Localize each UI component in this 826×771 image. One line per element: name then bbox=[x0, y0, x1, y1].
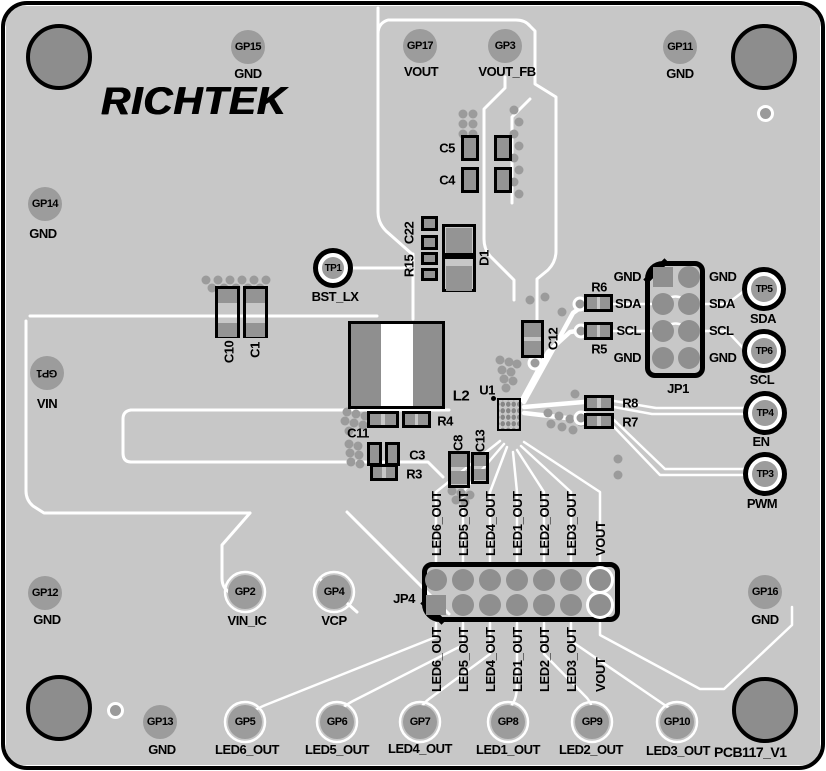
tented-via bbox=[572, 296, 588, 312]
via bbox=[345, 448, 355, 458]
via bbox=[501, 383, 511, 393]
tented-via bbox=[573, 323, 589, 339]
via bbox=[468, 119, 478, 129]
via bbox=[509, 153, 519, 163]
via bbox=[344, 439, 354, 449]
via bbox=[346, 457, 356, 467]
via bbox=[351, 409, 361, 419]
via bbox=[353, 441, 363, 451]
via bbox=[355, 459, 365, 469]
trace-slot-bottom bbox=[129, 460, 445, 479]
via bbox=[512, 359, 522, 369]
via bbox=[509, 129, 519, 139]
via bbox=[525, 295, 535, 305]
via bbox=[546, 419, 556, 429]
trace-slot-left bbox=[121, 408, 133, 464]
via bbox=[249, 275, 259, 285]
via bbox=[207, 283, 217, 293]
via bbox=[225, 275, 235, 285]
via bbox=[495, 355, 505, 365]
via bbox=[451, 495, 461, 505]
via bbox=[201, 275, 211, 285]
via bbox=[243, 283, 253, 293]
via bbox=[506, 367, 516, 377]
via bbox=[261, 275, 271, 285]
via bbox=[231, 283, 241, 293]
via bbox=[540, 292, 550, 302]
via bbox=[565, 414, 575, 424]
trace-inner-top bbox=[510, 97, 532, 205]
tented-via bbox=[573, 410, 589, 426]
via bbox=[570, 389, 580, 399]
via bbox=[613, 470, 623, 480]
via bbox=[458, 129, 468, 139]
via bbox=[354, 450, 364, 460]
via bbox=[458, 119, 468, 129]
via bbox=[342, 407, 352, 417]
via bbox=[340, 416, 350, 426]
trace-vout-fb bbox=[482, 75, 516, 302]
via bbox=[460, 497, 470, 507]
via bbox=[499, 374, 509, 384]
via bbox=[219, 283, 229, 293]
tented-via bbox=[527, 355, 543, 371]
via bbox=[344, 426, 354, 436]
via bbox=[497, 365, 507, 375]
via bbox=[514, 117, 524, 127]
trace-fans bbox=[245, 289, 794, 720]
via bbox=[213, 275, 223, 285]
via bbox=[465, 490, 475, 500]
trace-tp1-stub bbox=[350, 258, 415, 270]
trace-u1-r8 bbox=[521, 399, 587, 410]
via bbox=[554, 411, 564, 421]
via bbox=[568, 425, 578, 435]
board-version-label: PCB117_V1 bbox=[714, 744, 787, 760]
via bbox=[504, 357, 514, 367]
via bbox=[468, 129, 478, 139]
via bbox=[358, 420, 368, 430]
via bbox=[360, 411, 370, 421]
via bbox=[514, 141, 524, 151]
via bbox=[514, 189, 524, 199]
via bbox=[458, 109, 468, 119]
via bbox=[543, 408, 553, 418]
via bbox=[557, 307, 567, 317]
via bbox=[514, 165, 524, 175]
via bbox=[237, 275, 247, 285]
via bbox=[447, 486, 457, 496]
trace-vout-region-left bbox=[376, 6, 414, 256]
via bbox=[255, 283, 265, 293]
via bbox=[557, 422, 567, 432]
trace-vout-region-top bbox=[376, 18, 558, 322]
via bbox=[349, 418, 359, 428]
via bbox=[509, 105, 519, 115]
via bbox=[468, 109, 478, 119]
richtek-logo: RICHTEK bbox=[101, 80, 288, 123]
trace-jp4-diag bbox=[345, 510, 451, 616]
via-dots bbox=[201, 105, 623, 507]
trace-u1-r6 bbox=[521, 302, 587, 405]
via bbox=[613, 454, 623, 464]
via bbox=[508, 376, 518, 386]
trace-gp2-feed bbox=[220, 511, 252, 596]
via bbox=[456, 488, 466, 498]
trace-vin-outline bbox=[24, 319, 252, 515]
via bbox=[509, 177, 519, 187]
gp-trace-rings bbox=[223, 570, 699, 744]
